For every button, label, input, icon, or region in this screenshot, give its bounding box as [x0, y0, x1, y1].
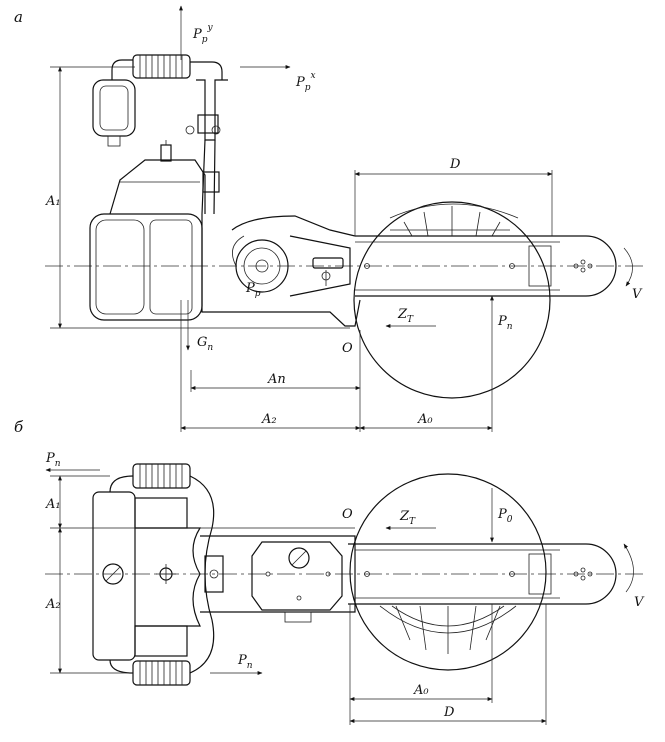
force-py-label: Ppy	[192, 23, 214, 45]
engine-plan	[92, 491, 202, 661]
rotation-arrow-b	[623, 543, 634, 593]
dims-a	[50, 66, 553, 432]
view-b-label: б	[14, 418, 24, 436]
dim-an-a: Aп	[267, 372, 286, 387]
dim-a2-a: A₂	[261, 412, 277, 427]
force-pp-label: Pp	[245, 281, 261, 299]
dims-b	[50, 475, 547, 725]
dim-a1-b: A₁	[45, 497, 61, 512]
dim-d-b: D	[443, 705, 455, 720]
point-o-b: O	[342, 507, 353, 522]
dim-a0-a: A₀	[417, 412, 433, 427]
velocity-label-b: V	[634, 595, 645, 610]
rotation-arrow-a	[623, 247, 633, 287]
force-pn-top-label: Pп	[45, 451, 61, 469]
dim-d-a: D	[449, 157, 461, 172]
view-a-label: а	[14, 8, 23, 26]
view-a: а	[14, 5, 645, 432]
cut-circle-b	[349, 473, 547, 671]
saw-bar	[355, 235, 617, 297]
dim-a1-a: A₁	[45, 194, 61, 209]
dim-a0-b: A₀	[413, 683, 429, 698]
force-pn-label: Pп	[497, 314, 513, 332]
point-o-a: O	[342, 341, 353, 356]
cut-circle-a	[353, 201, 551, 399]
gearbox-plan	[200, 535, 356, 623]
force-px-label: Ppx	[295, 71, 316, 93]
force-p0-label: P0	[497, 507, 513, 525]
dim-a2-b: A₂	[45, 597, 61, 612]
gear-housing	[201, 214, 361, 327]
force-zt-b-label: ZT	[399, 509, 416, 527]
force-zt-label: ZT	[397, 307, 414, 325]
force-gn-label: Gп	[197, 335, 213, 353]
tank-assembly	[92, 59, 136, 147]
engine-body	[89, 140, 206, 321]
velocity-label-a: V	[632, 287, 643, 302]
top-handle	[132, 54, 228, 215]
side-handles	[109, 463, 215, 686]
saw-bar-plan	[348, 543, 617, 605]
view-b: б	[14, 418, 645, 725]
force-pn-bottom-label: Pп	[237, 653, 253, 671]
